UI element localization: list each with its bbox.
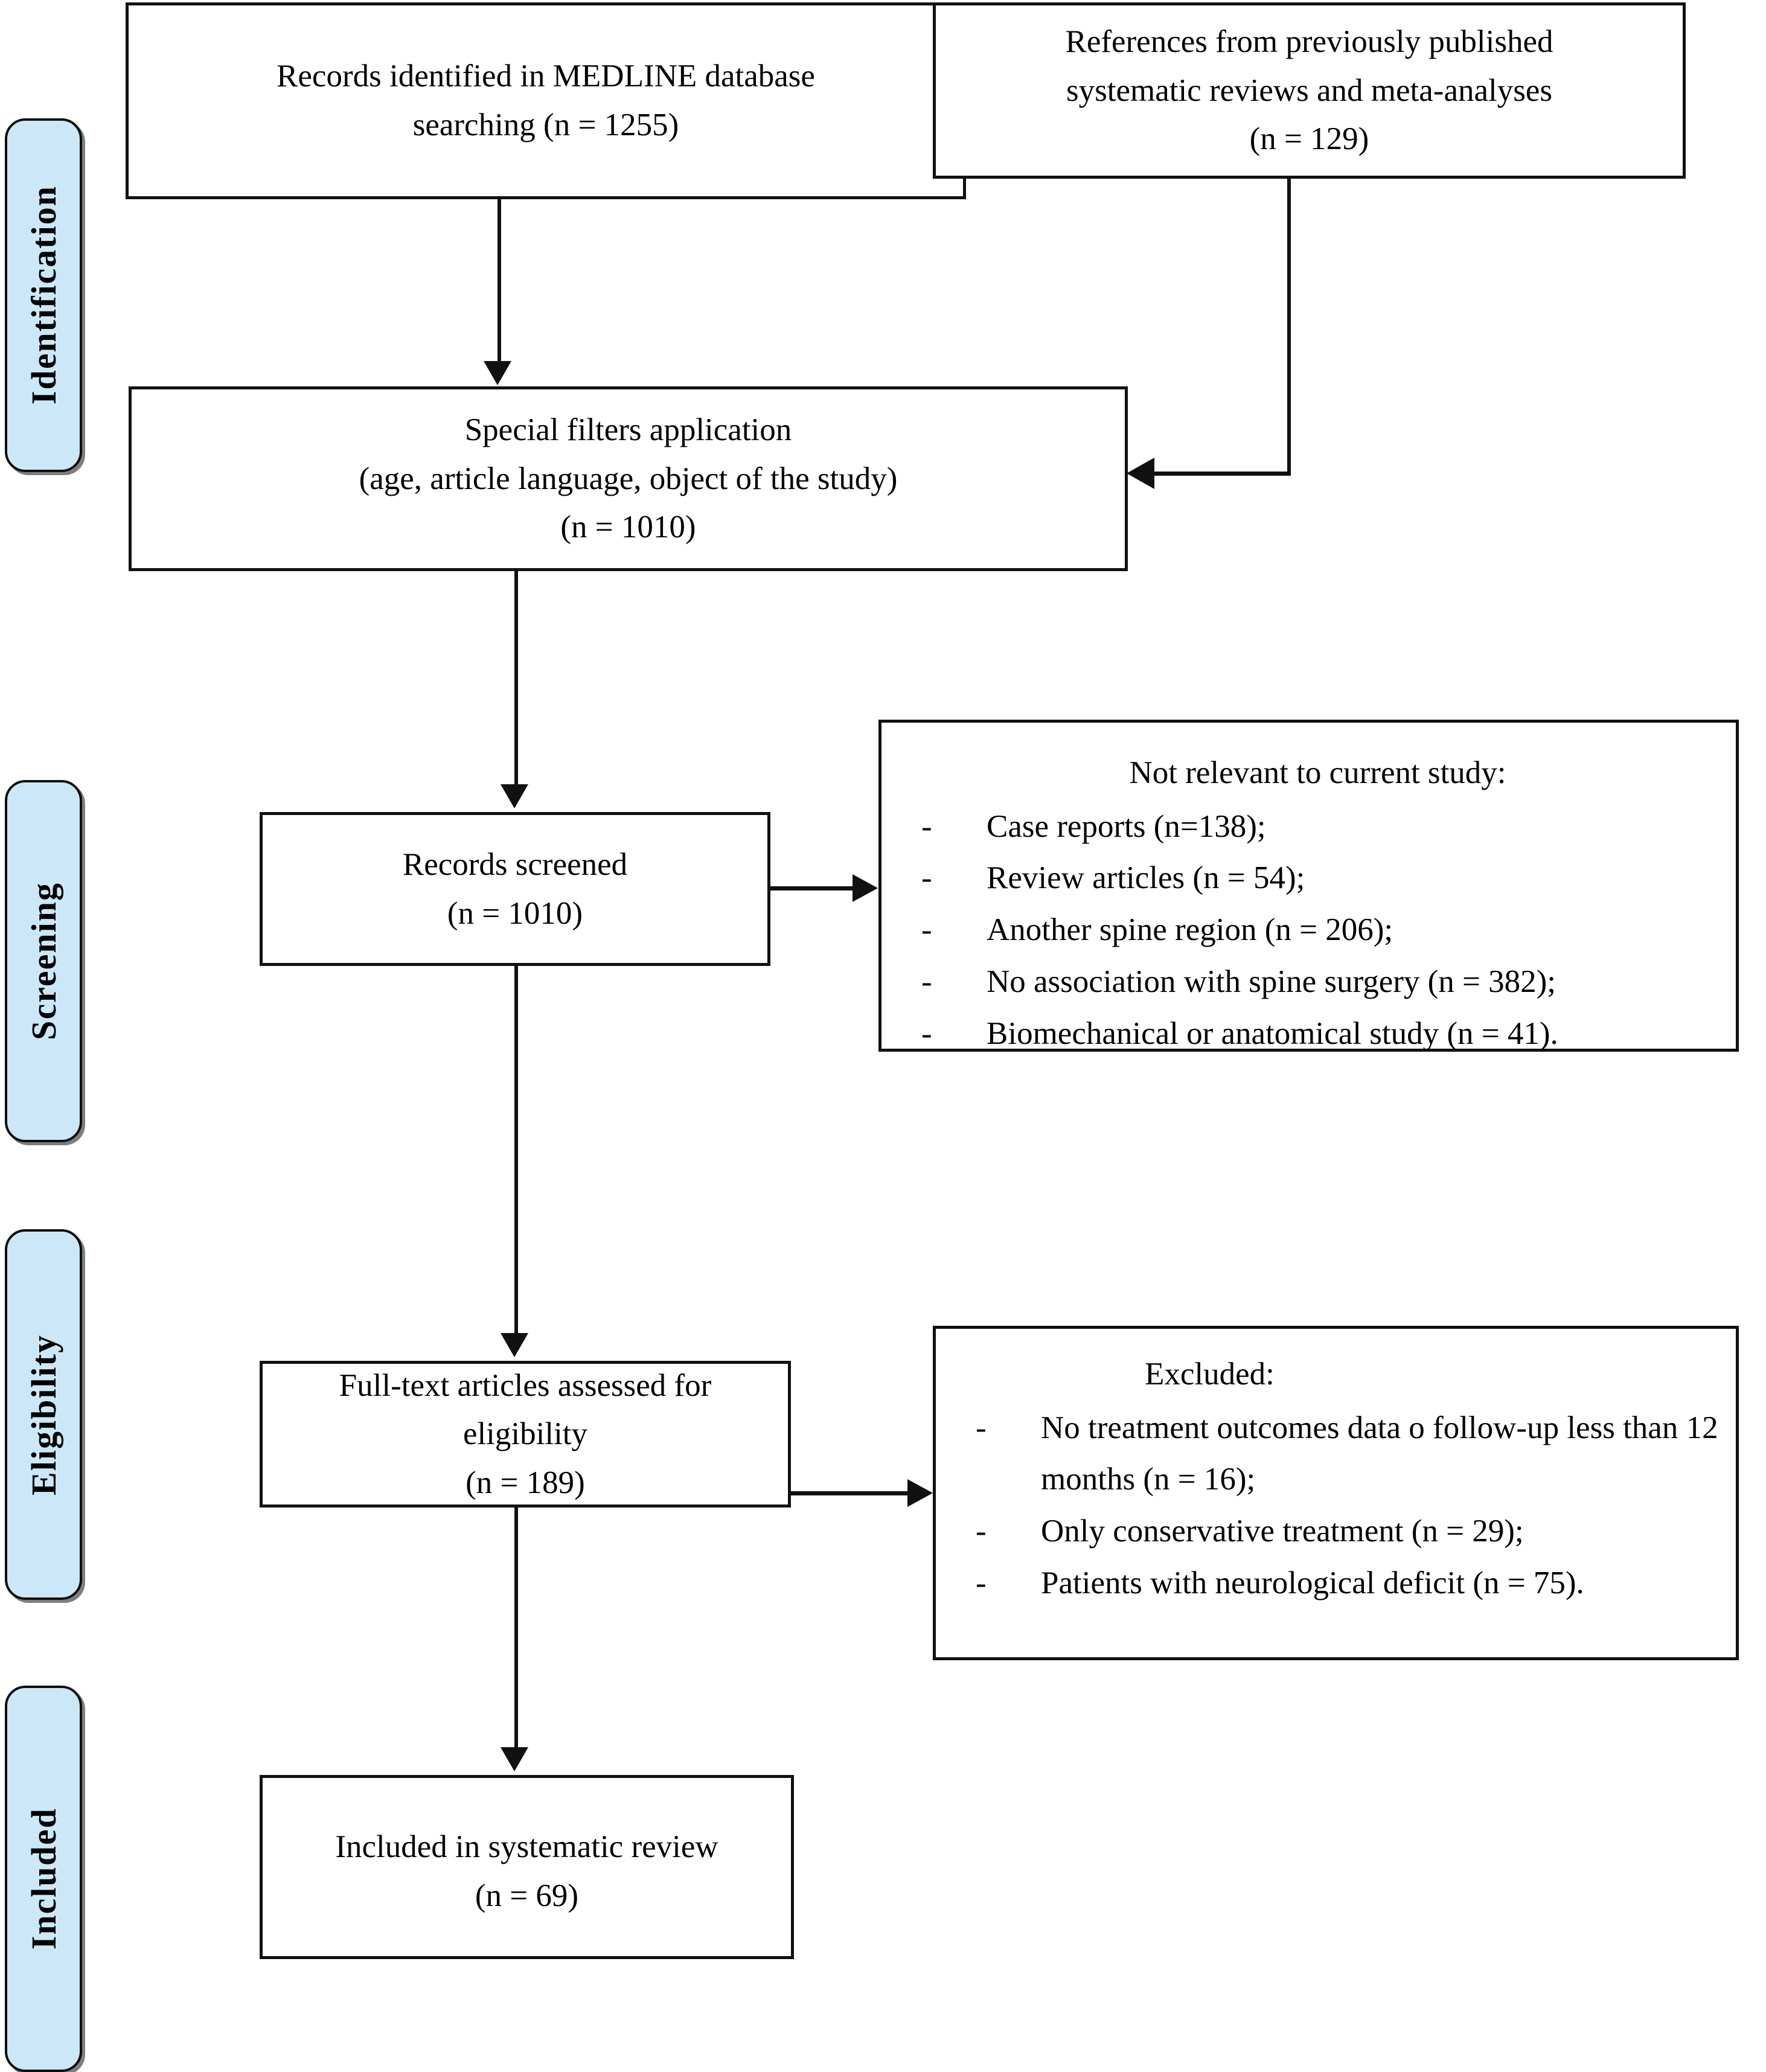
box-excluded-list: - No treatment outcomes data o follow-up… [952, 1402, 1720, 1610]
box-records-screened: Records screened (n = 1010) [260, 812, 770, 966]
box-not-relevant-list: - Case reports (n=138); - Review article… [897, 801, 1720, 1060]
box-records-identified-line1: Records identified in MEDLINE database [277, 59, 815, 94]
list-item: - No association with spine surgery (n =… [897, 956, 1720, 1008]
stage-tab-screening-label: Screening [24, 882, 63, 1040]
box-fulltext-assessed: Full-text articles assessed for eligibil… [260, 1361, 791, 1508]
arrow-down-icon [501, 784, 528, 808]
box-records-identified: Records identified in MEDLINE database s… [126, 2, 966, 199]
arrow-down-icon [484, 361, 511, 385]
box-excluded-content: Excluded: - No treatment outcomes data o… [936, 1329, 1736, 1610]
list-item-label: Only conservative treatment (n = 29); [1041, 1514, 1524, 1549]
arrow-right-icon [907, 1479, 933, 1507]
box-fulltext-assessed-line2: eligibility [462, 1416, 588, 1452]
box-references-previous-line1: References from previously published [1065, 24, 1553, 60]
box-special-filters: Special filters application (age, articl… [129, 386, 1128, 571]
box-fulltext-assessed-text: Full-text articles assessed for eligibil… [328, 1361, 723, 1508]
box-records-screened-text: Records screened (n = 1010) [392, 840, 638, 938]
stage-tab-eligibility: Eligibility [5, 1229, 82, 1600]
list-item: - Biomechanical or anatomical study (n =… [897, 1008, 1720, 1060]
box-fulltext-assessed-line1: Full-text articles assessed for [339, 1367, 712, 1403]
box-not-relevant: Not relevant to current study: - Case re… [878, 720, 1739, 1052]
box-fulltext-assessed-line3: (n = 189) [465, 1465, 585, 1500]
stage-tab-eligibility-label: Eligibility [24, 1334, 63, 1495]
arrow-down-icon [501, 1747, 528, 1771]
box-records-identified-line2: searching (n = 1255) [412, 107, 679, 142]
list-item-label: No treatment outcomes data o follow-up l… [1041, 1410, 1718, 1497]
list-item-label: Biomechanical or anatomical study (n = 4… [987, 1015, 1558, 1051]
list-item: - Case reports (n=138); [897, 801, 1720, 853]
list-item: - Patients with neurological deficit (n … [952, 1558, 1720, 1610]
stage-tab-identification-label: Identification [24, 185, 63, 405]
stage-tab-included: Included [5, 1686, 82, 2072]
list-item-label: No association with spine surgery (n = 3… [987, 964, 1556, 1000]
connector-fulltext-to-included [514, 1508, 518, 1749]
list-item: - Only conservative treatment (n = 29); [952, 1506, 1720, 1558]
box-records-identified-text: Records identified in MEDLINE database s… [266, 52, 826, 149]
list-item-label: Patients with neurological deficit (n = … [1041, 1565, 1584, 1601]
connector-identified-to-filters [497, 199, 501, 362]
box-references-previous: References from previously published sys… [933, 2, 1686, 179]
connector-screened-to-fulltext [514, 966, 518, 1334]
box-included-review-text: Included in systematic review (n = 69) [263, 1823, 791, 1920]
bullet-dash-icon: - [976, 1410, 987, 1445]
bullet-dash-icon: - [921, 1015, 932, 1051]
box-references-previous-line3: (n = 129) [1249, 121, 1369, 157]
box-special-filters-line2: (age, article language, object of the st… [359, 461, 898, 496]
box-special-filters-line3: (n = 1010) [560, 510, 696, 545]
list-item-label: Review articles (n = 54); [987, 860, 1305, 896]
box-excluded: Excluded: - No treatment outcomes data o… [933, 1326, 1739, 1660]
bullet-dash-icon: - [976, 1514, 987, 1549]
box-special-filters-line1: Special filters application [464, 412, 792, 448]
connector-references-horizontal [1154, 472, 1291, 476]
bullet-dash-icon: - [921, 808, 932, 844]
bullet-dash-icon: - [921, 964, 932, 1000]
box-excluded-heading: Excluded: [1145, 1357, 1275, 1392]
connector-references-vertical [1287, 177, 1291, 473]
bullet-dash-icon: - [921, 912, 932, 948]
box-records-screened-line1: Records screened [402, 846, 628, 882]
box-included-review-line1: Included in systematic review [335, 1829, 718, 1864]
arrow-right-icon [853, 874, 878, 902]
bullet-dash-icon: - [921, 860, 932, 896]
box-records-screened-line2: (n = 1010) [447, 895, 583, 931]
connector-fulltext-to-excluded [791, 1491, 909, 1495]
box-included-review: Included in systematic review (n = 69) [260, 1775, 794, 1959]
stage-tab-screening: Screening [5, 780, 82, 1142]
list-item-label: Case reports (n=138); [987, 808, 1266, 844]
box-references-previous-line2: systematic reviews and meta-analyses [1066, 72, 1552, 108]
arrow-left-icon [1127, 458, 1154, 489]
list-item: - Another spine region (n = 206); [897, 904, 1720, 956]
box-included-review-line2: (n = 69) [475, 1878, 579, 1913]
list-item-label: Another spine region (n = 206); [987, 912, 1393, 948]
box-references-previous-text: References from previously published sys… [1054, 18, 1564, 164]
list-item: - Review articles (n = 54); [897, 852, 1720, 904]
connector-screened-to-notrelevant [770, 886, 855, 891]
box-not-relevant-content: Not relevant to current study: - Case re… [881, 723, 1736, 1060]
bullet-dash-icon: - [976, 1565, 987, 1601]
arrow-down-icon [501, 1333, 528, 1357]
connector-filters-to-screened [514, 571, 518, 785]
list-item: - No treatment outcomes data o follow-up… [952, 1402, 1720, 1506]
box-special-filters-text: Special filters application (age, articl… [348, 406, 909, 552]
stage-tab-included-label: Included [24, 1808, 63, 1950]
box-not-relevant-heading: Not relevant to current study: [1129, 755, 1506, 790]
stage-tab-identification: Identification [5, 118, 82, 472]
